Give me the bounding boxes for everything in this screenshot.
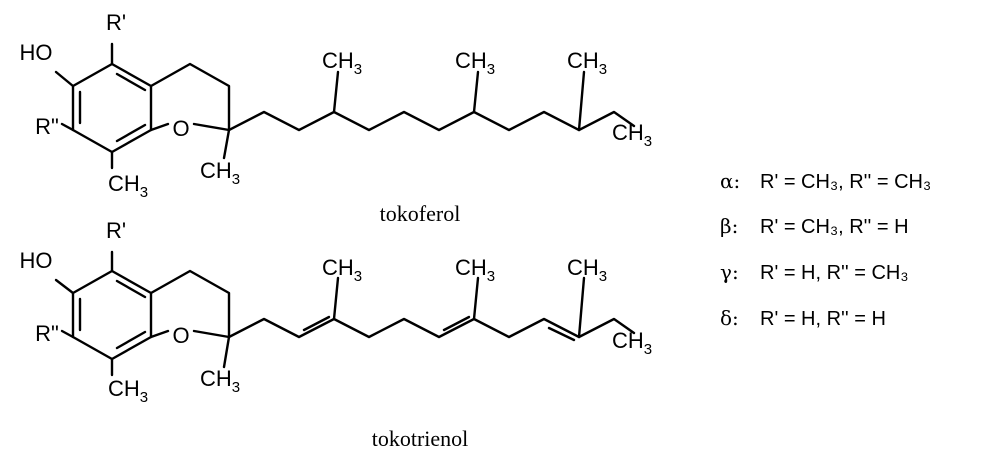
legend-symbol: γ: [720,260,739,284]
tocopherol-caption: tokoferol [380,201,461,226]
legend-text: R' = H, R'' = CH₃ [760,262,909,284]
r-double-prime-label: R" [35,321,59,346]
tocotrienol-structure: HO R' R" O CH3 CH3 CH3 CH3 CH3 CH3 tokot… [20,218,653,451]
legend-row-beta: β: R' = CH₃, R'' = H [720,214,909,238]
methyl-label: CH3 [455,255,495,285]
methyl-label: CH3 [612,120,652,150]
methyl-label: CH3 [108,376,148,406]
r-prime-label: R' [106,10,126,35]
legend-row-delta: δ: R' = H, R'' = H [720,306,886,330]
legend-row-gamma: γ: R' = H, R'' = CH₃ [720,260,909,284]
ring-oxygen-label: O [172,116,189,141]
legend-symbol: δ: [720,306,739,330]
tocopherol-bonds [54,42,636,170]
methyl-label: CH3 [567,48,607,78]
methyl-label: CH3 [108,171,148,201]
r-double-prime-label: R" [35,114,59,139]
legend-text: R' = CH₃, R'' = CH₃ [760,171,931,193]
hydroxyl-label: HO [20,40,53,65]
r-prime-label: R' [106,218,126,243]
methyl-label: CH3 [200,366,240,396]
methyl-label: CH3 [612,328,652,358]
methyl-label: CH3 [200,158,240,188]
legend-text: R' = CH₃, R'' = H [760,216,909,238]
methyl-label: CH3 [455,48,495,78]
homolog-legend: α: R' = CH₃, R'' = CH₃ β: R' = CH₃, R'' … [720,169,931,330]
legend-text: R' = H, R'' = H [760,308,886,330]
legend-symbol: β: [720,214,738,238]
tocotrienol-bonds [54,250,636,377]
hydroxyl-label: HO [20,248,53,273]
legend-symbol: α: [720,169,740,193]
tocopherol-structure: HO R' R" O CH3 CH3 CH3 CH3 CH3 CH3 tokof… [20,10,653,226]
methyl-label: CH3 [322,255,362,285]
methyl-label: CH3 [322,48,362,78]
ring-oxygen-label: O [172,323,189,348]
legend-row-alpha: α: R' = CH₃, R'' = CH₃ [720,169,931,193]
tocotrienol-caption: tokotrienol [372,426,469,451]
methyl-label: CH3 [567,255,607,285]
